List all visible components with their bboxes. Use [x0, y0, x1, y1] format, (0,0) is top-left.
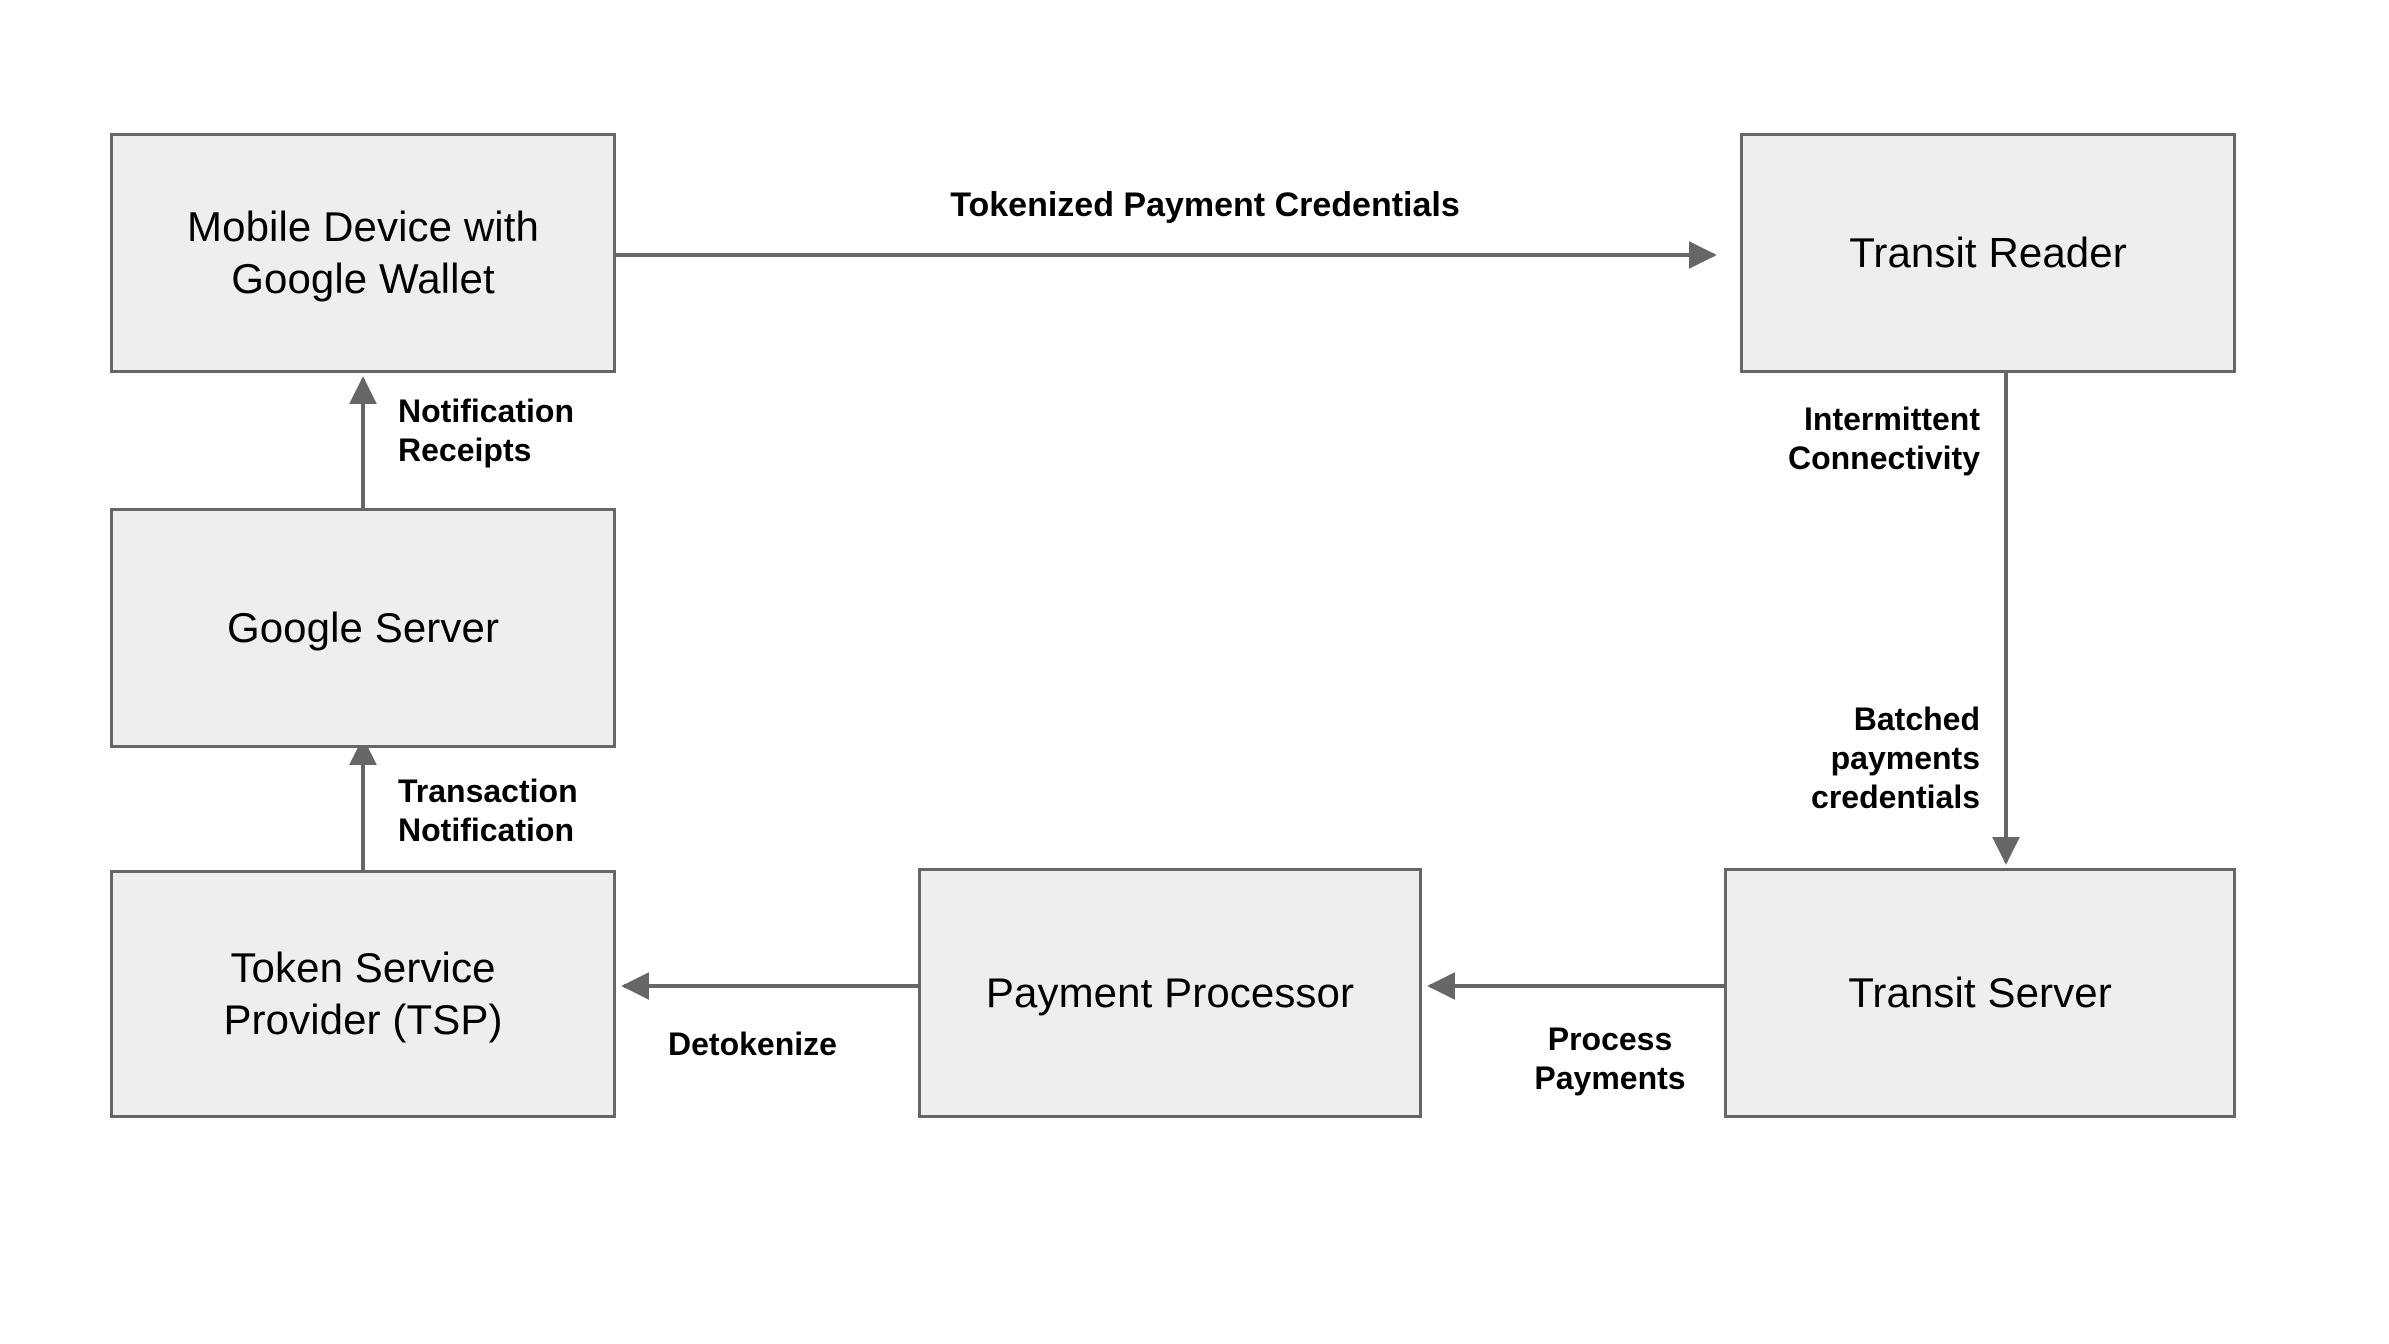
node-google-server[interactable]: Google Server: [110, 508, 616, 748]
node-mobile-device-line1: Mobile Device with: [187, 202, 539, 250]
edge-label-detokenize: Detokenize: [668, 1026, 837, 1062]
edge-label-process-payments: Process Payments: [1534, 1021, 1686, 1097]
node-transit-server-line1: Transit Server: [1848, 968, 2112, 1016]
edge-label-intermittent-connectivity: Intermittent Connectivity: [1787, 401, 1980, 477]
edge-label-notification-receipts: Notification Receipts: [398, 393, 574, 469]
node-token-service-provider[interactable]: Token Service Provider (TSP): [110, 870, 616, 1118]
node-payment-processor[interactable]: Payment Processor: [918, 868, 1422, 1118]
node-token-service-provider-line1: Token Service: [230, 943, 496, 991]
node-google-server-line1: Google Server: [226, 603, 500, 651]
node-payment-processor-line1: Payment Processor: [985, 968, 1355, 1016]
node-transit-server[interactable]: Transit Server: [1724, 868, 2236, 1118]
edge-label-batched-payments-credentials: Batched payments credentials: [1811, 701, 1980, 816]
edge-label-transaction-notification: Transaction Notification: [398, 773, 578, 849]
node-transit-reader[interactable]: Transit Reader: [1740, 133, 2236, 373]
node-mobile-device-line2: Google Wallet: [231, 255, 495, 302]
node-mobile-device[interactable]: Mobile Device with Google Wallet: [110, 133, 616, 373]
node-transit-reader-line1: Transit Reader: [1849, 228, 2127, 276]
node-token-service-provider-line2: Provider (TSP): [223, 996, 503, 1043]
edge-label-tokenized-payment-credentials: Tokenized Payment Credentials: [950, 186, 1460, 224]
